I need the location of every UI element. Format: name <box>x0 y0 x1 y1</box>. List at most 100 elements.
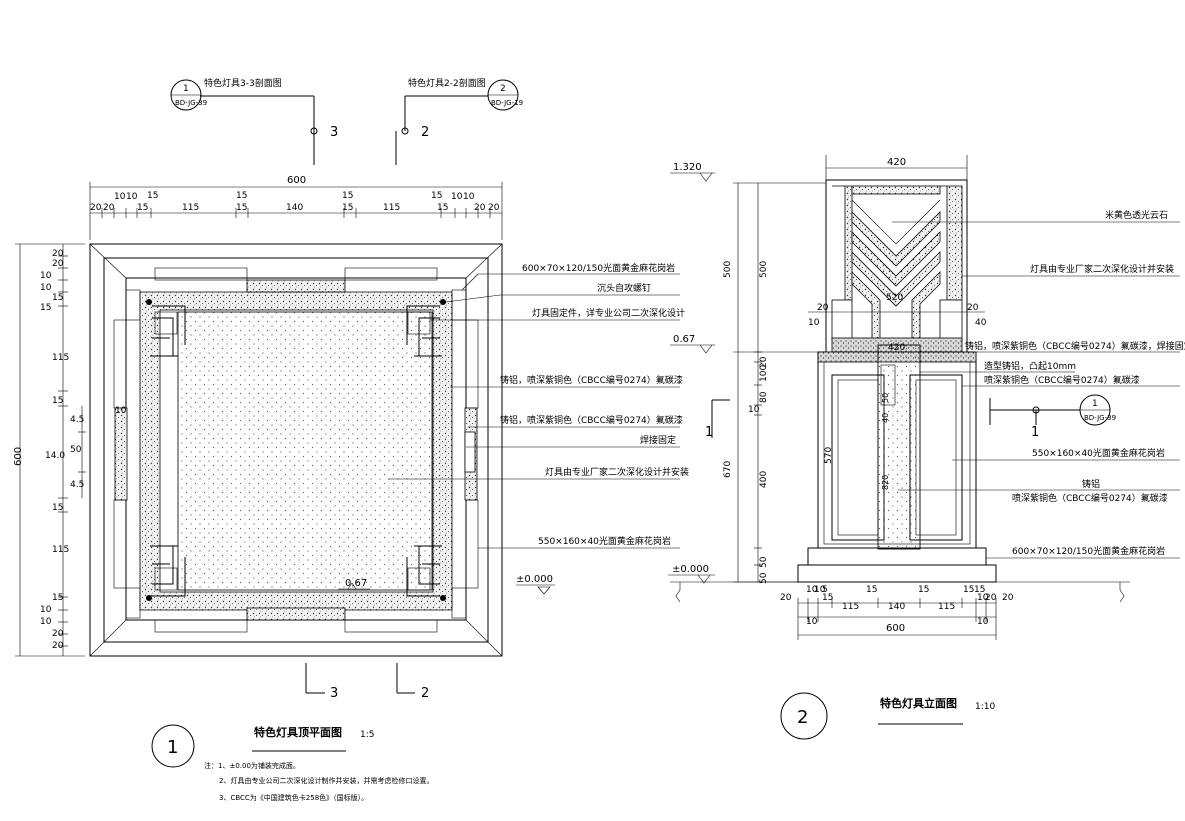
svg-text:4.5: 4.5 <box>70 480 84 490</box>
elev-index: 2 <box>797 707 808 728</box>
cut-title-2: 特色灯具2-2剖面图 <box>408 77 486 89</box>
cut-lines-bottom: 3 2 <box>305 663 429 701</box>
plan-corner-brackets <box>150 305 442 597</box>
svg-text:15: 15 <box>236 203 247 213</box>
cut-line-3-top: 3 特色灯具3-3剖面图 1 BD-JG-39 <box>170 77 338 165</box>
svg-text:10: 10 <box>748 405 760 415</box>
svg-text:50: 50 <box>759 572 769 584</box>
plan-left-dimensions: 600 20 20 10 10 15 15 115 15 4.5 50 4.5 … <box>13 243 86 657</box>
svg-text:15: 15 <box>431 191 442 201</box>
svg-text:BD-JG-39: BD-JG-39 <box>1084 414 1116 422</box>
elev-title: 特色灯具立面图 <box>880 696 957 710</box>
svg-text:米黄色透光云石: 米黄色透光云石 <box>1105 209 1168 221</box>
svg-text:10: 10 <box>126 192 138 202</box>
svg-text:10: 10 <box>451 192 463 202</box>
svg-text:2、灯具由专业公司二次深化设计制作并安装，并需考虑检修口设置: 2、灯具由专业公司二次深化设计制作并安装，并需考虑检修口设置。 <box>219 776 433 785</box>
svg-text:15: 15 <box>974 585 985 595</box>
svg-text:20: 20 <box>488 203 500 213</box>
elev-section-ref-1: 1 1 1 BD-JG-39 <box>705 394 1116 440</box>
svg-text:670: 670 <box>723 461 733 478</box>
svg-text:15: 15 <box>963 585 974 595</box>
svg-text:10: 10 <box>977 617 989 627</box>
svg-text:100: 100 <box>759 365 769 382</box>
svg-text:1: 1 <box>183 84 189 94</box>
svg-text:1: 1 <box>1092 399 1098 409</box>
svg-text:3、CBCC为《中国建筑色卡258色》（国标版）。: 3、CBCC为《中国建筑色卡258色》（国标版）。 <box>219 793 368 802</box>
svg-text:15: 15 <box>52 593 63 603</box>
elev-lamp-box: 20 20 520 420 10 40 40 50 820 <box>808 179 987 490</box>
svg-text:BD-JG-19: BD-JG-19 <box>491 99 523 107</box>
elevation-view: 420 1.320 0.67 ±0.000 500 670 500 <box>668 155 1185 740</box>
svg-text:10: 10 <box>808 318 820 328</box>
plan-index: 1 <box>167 737 178 758</box>
detail-bubble-2: 2 BD-JG-19 <box>487 79 523 111</box>
svg-text:115: 115 <box>842 602 859 612</box>
svg-text:50: 50 <box>759 556 769 568</box>
svg-text:15: 15 <box>137 203 148 213</box>
cut-title-3: 特色灯具3-3剖面图 <box>204 77 282 89</box>
svg-text:115: 115 <box>52 353 69 363</box>
svg-text:2: 2 <box>421 686 429 701</box>
plan-view: 3 特色灯具3-3剖面图 1 BD-JG-39 2 特色灯具2-2剖面图 2 B… <box>13 77 689 802</box>
elev-pedestal <box>670 344 1130 603</box>
svg-text:沉头自攻螺钉: 沉头自攻螺钉 <box>597 282 651 294</box>
svg-text:1.320: 1.320 <box>673 162 702 173</box>
svg-text:20: 20 <box>759 356 769 368</box>
plan-overall-width: 600 <box>287 175 306 186</box>
plan-callouts: 600×70×120/150光面黄金麻花岗岩 沉头自攻螺钉 灯具固定件，详专业公… <box>388 262 689 549</box>
svg-text:10: 10 <box>463 192 475 202</box>
plan-level-000: ±0.000 <box>516 574 555 595</box>
cut-num-2-top: 2 <box>421 125 429 140</box>
svg-text:10: 10 <box>40 283 52 293</box>
svg-text:50: 50 <box>70 445 82 455</box>
svg-text:造型铸铝，凸起10mm: 造型铸铝，凸起10mm <box>984 360 1076 372</box>
svg-text:15: 15 <box>437 203 448 213</box>
svg-text:20: 20 <box>52 259 64 269</box>
svg-text:80: 80 <box>759 391 769 403</box>
elev-top-dimension: 420 <box>825 155 968 180</box>
elev-level-000: ±0.000 <box>668 564 715 584</box>
svg-text:10: 10 <box>814 585 826 595</box>
svg-text:20: 20 <box>52 249 64 259</box>
svg-text:±0.000: ±0.000 <box>516 574 553 585</box>
detail-bubble-3: 1 BD-JG-39 <box>170 79 207 111</box>
svg-text:10: 10 <box>40 271 52 281</box>
plan-stone-frame: 10 <box>114 279 478 621</box>
plan-title-block: 1 特色灯具顶平面图 1:5 注：1、±0.00为铺装完成面。 2、灯具由专业公… <box>151 724 433 802</box>
svg-text:520: 520 <box>886 293 903 303</box>
svg-text:10: 10 <box>114 192 126 202</box>
svg-text:15: 15 <box>918 585 929 595</box>
svg-text:焊接固定: 焊接固定 <box>640 434 676 446</box>
elev-title-block: 2 特色灯具立面图 1:10 <box>780 692 995 740</box>
svg-text:±0.000: ±0.000 <box>672 564 709 575</box>
plan-lamp-area <box>177 311 433 591</box>
svg-text:1: 1 <box>705 425 713 440</box>
svg-text:500: 500 <box>759 261 769 278</box>
svg-text:10: 10 <box>806 585 818 595</box>
svg-text:15: 15 <box>866 585 877 595</box>
plan-level-067: 0.67 <box>338 578 370 590</box>
svg-text:20: 20 <box>780 593 792 603</box>
svg-text:15: 15 <box>342 191 353 201</box>
svg-text:420: 420 <box>887 157 906 168</box>
svg-text:140: 140 <box>286 203 303 213</box>
svg-text:40: 40 <box>975 318 987 328</box>
svg-text:115: 115 <box>938 602 955 612</box>
svg-text:3: 3 <box>330 686 338 701</box>
elev-detail-bubble: 1 BD-JG-39 <box>1079 394 1116 426</box>
svg-text:600×70×120/150光面黄金麻花岗岩: 600×70×120/150光面黄金麻花岗岩 <box>1012 545 1165 557</box>
svg-text:15: 15 <box>147 191 158 201</box>
cut-line-2-top: 2 特色灯具2-2剖面图 2 BD-JG-19 <box>395 77 523 165</box>
elev-bottom-dimensions: 20 10 10 5 15 115 15 140 15 115 15 15 10… <box>780 585 1014 640</box>
plan-inner-dim: 10 <box>115 406 127 416</box>
svg-text:喷深紫铜色（CBCC编号0274）氟碳漆: 喷深紫铜色（CBCC编号0274）氟碳漆 <box>1012 492 1168 504</box>
svg-text:20: 20 <box>474 203 486 213</box>
svg-text:BD-JG-39: BD-JG-39 <box>175 99 207 107</box>
plan-title: 特色灯具顶平面图 <box>254 725 342 739</box>
svg-text:140: 140 <box>888 602 905 612</box>
svg-text:注：1、±0.00为铺装完成面。: 注：1、±0.00为铺装完成面。 <box>204 761 300 770</box>
svg-text:4.5: 4.5 <box>70 415 84 425</box>
svg-text:铸铝，喷深紫铜色（CBCC编号0274）氟碳漆: 铸铝，喷深紫铜色（CBCC编号0274）氟碳漆 <box>500 374 683 386</box>
svg-text:400: 400 <box>759 471 769 488</box>
